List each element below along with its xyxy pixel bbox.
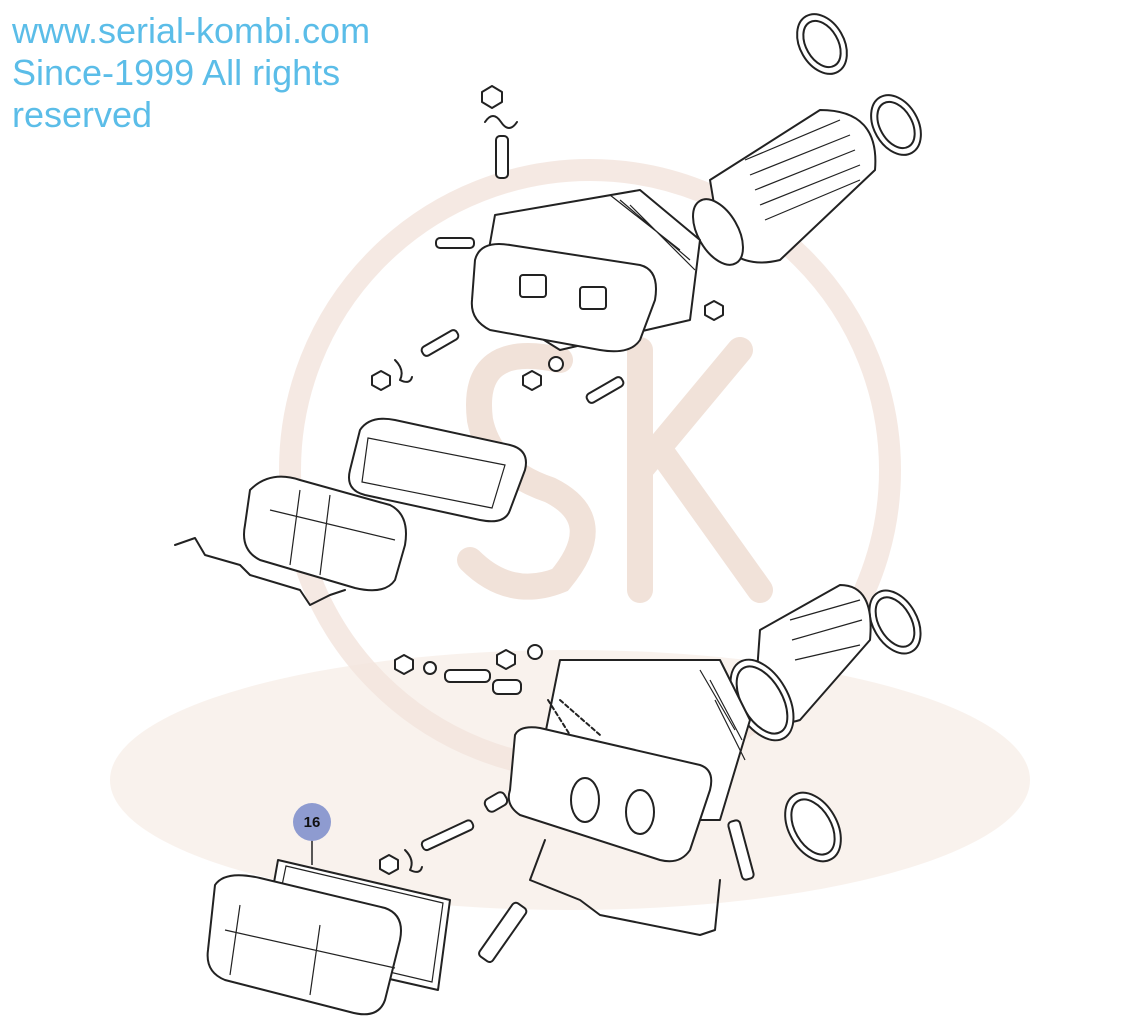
studs-and-nuts (371, 85, 724, 404)
watermark-arc-text: www.serial-kombi.com Since-1999 All righ… (12, 10, 371, 135)
upper-cylinder-head-assembly (174, 13, 922, 606)
callout-16[interactable]: 16 (293, 803, 331, 865)
lower-cylinder-head-assembly (206, 584, 922, 1016)
callout-label[interactable]: 16 (304, 814, 321, 831)
lower-studs-and-nuts (379, 644, 755, 964)
callout-badge[interactable] (293, 803, 331, 841)
